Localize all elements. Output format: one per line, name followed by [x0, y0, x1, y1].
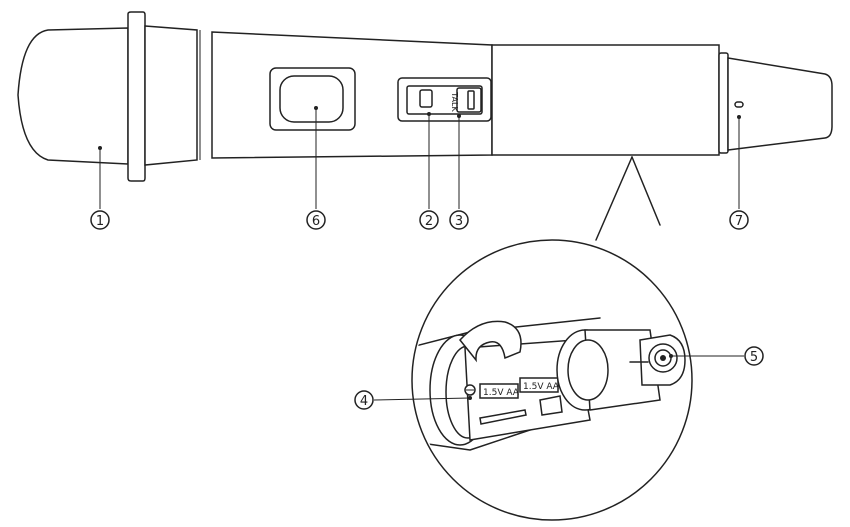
grille-ring [127, 11, 146, 182]
svg-text:1: 1 [96, 214, 104, 229]
end-ring [718, 52, 729, 154]
callout-lines [98, 106, 741, 209]
callout-4: 4 [354, 390, 374, 410]
power-switch-knob-ridge [467, 90, 475, 110]
svg-text:6: 6 [312, 214, 320, 229]
grille-head [17, 27, 129, 165]
talk-label: TALK [450, 91, 459, 112]
microphone: TALK [17, 11, 833, 182]
callout-3: 3 [449, 210, 469, 230]
callout-2: 2 [419, 210, 439, 230]
power-switch-slot [419, 89, 433, 108]
battery-label-2: 1.5V AA [523, 382, 560, 392]
led-indicator [734, 101, 744, 108]
battery-cover [491, 44, 720, 156]
antenna-tail [727, 57, 833, 151]
callout-7: 7 [729, 210, 749, 230]
svg-text:2: 2 [425, 214, 433, 229]
callout-badges: 1 6 2 3 7 4 5 [90, 210, 764, 410]
battery-label-1: 1.5V AA [483, 388, 520, 398]
handle-neck [144, 25, 198, 166]
callout-1: 1 [90, 210, 110, 230]
svg-text:4: 4 [360, 394, 368, 409]
svg-text:7: 7 [735, 214, 743, 229]
mute-button [279, 75, 344, 123]
callout-5: 5 [744, 346, 764, 366]
callout-6: 6 [306, 210, 326, 230]
svg-text:5: 5 [750, 350, 758, 365]
svg-text:3: 3 [455, 214, 463, 229]
